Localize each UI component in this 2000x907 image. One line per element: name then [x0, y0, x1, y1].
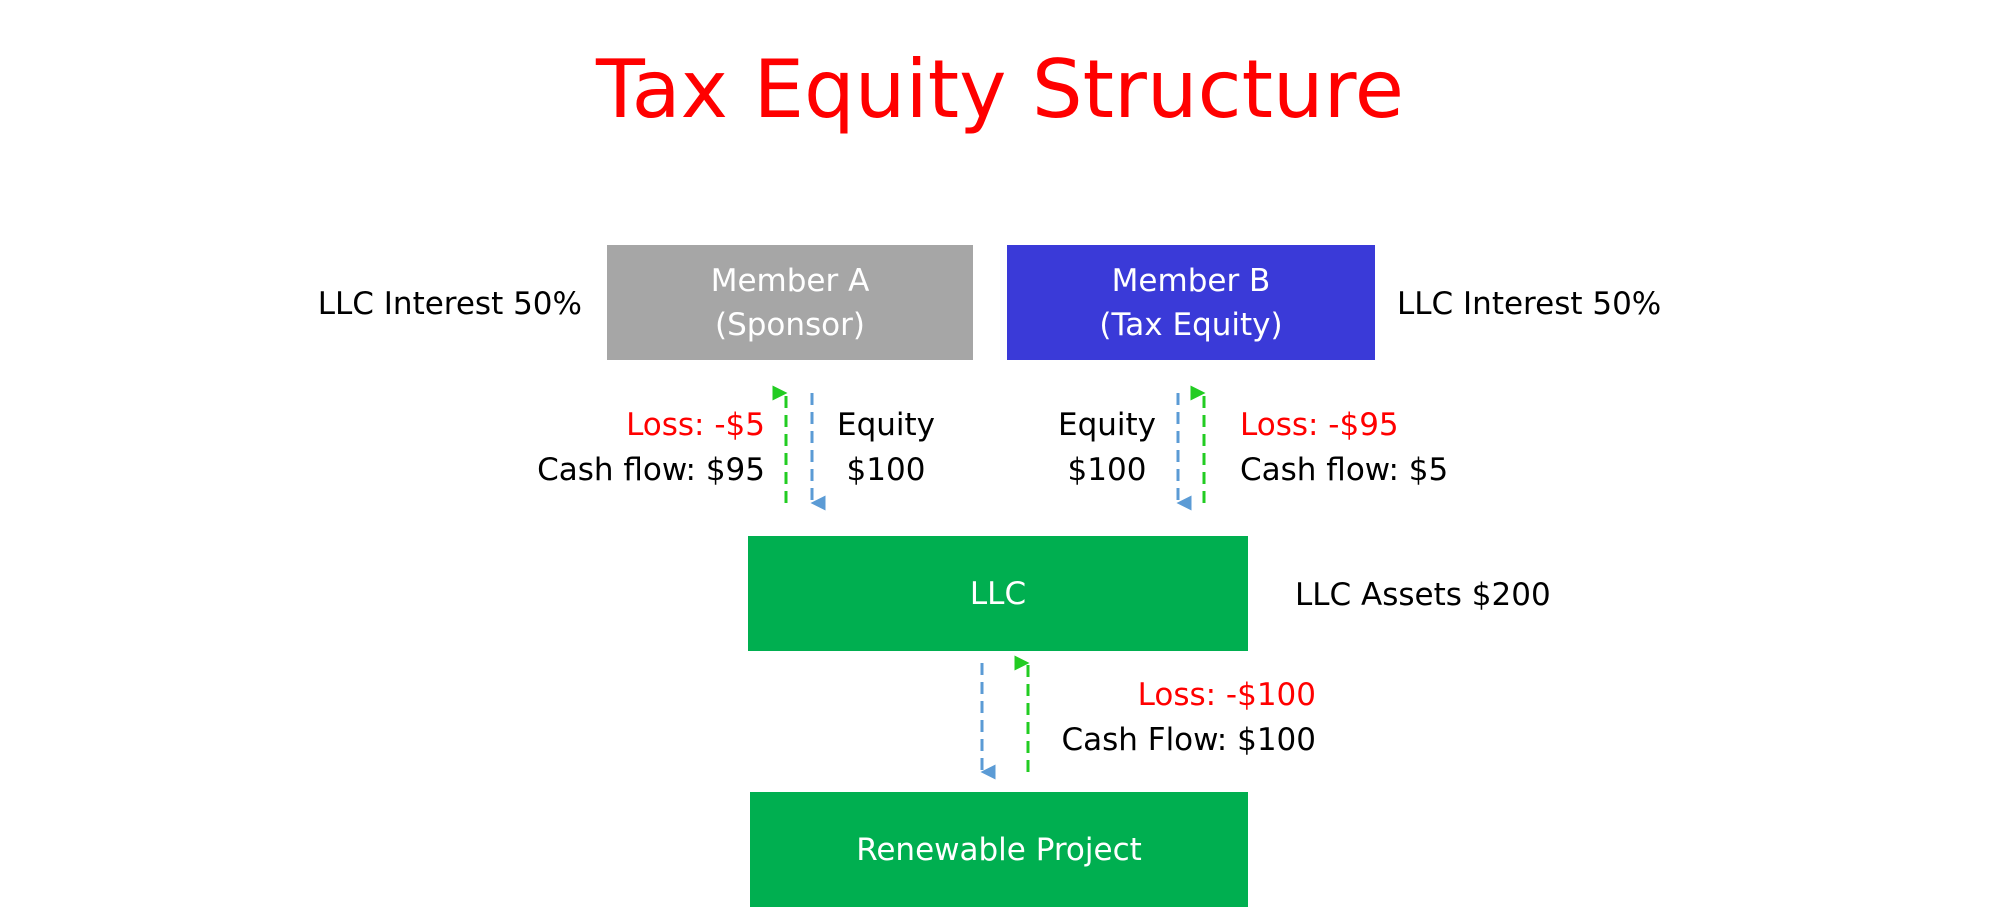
llc-box: LLC: [748, 536, 1248, 651]
member-b-loss-label: Loss: -$95: [1240, 407, 1399, 443]
member-b-equity-label: Equity: [1057, 407, 1157, 443]
member-a-cash-flow-label: Cash flow: $95: [537, 452, 765, 488]
project-cash-flow-label: Cash Flow: $100: [1061, 722, 1316, 758]
renewable-project-label: Renewable Project: [856, 831, 1142, 868]
member-a-equity-label: Equity: [836, 407, 936, 443]
llc-label: LLC: [969, 575, 1027, 612]
member-b-cash-flow-label: Cash flow: $5: [1240, 452, 1449, 488]
member-a-interest-label: LLC Interest 50%: [317, 286, 582, 322]
member-b-role: (Tax Equity): [1099, 306, 1283, 343]
member-a-equity-amount: $100: [846, 452, 926, 488]
page-title: Tax Equity Structure: [596, 43, 1404, 136]
member-a-name: Member A: [710, 262, 870, 299]
member-a-loss-label: Loss: -$5: [626, 407, 765, 443]
member-b-interest-label: LLC Interest 50%: [1397, 286, 1662, 322]
llc-assets-label: LLC Assets $200: [1295, 577, 1551, 613]
member-a-role: (Sponsor): [714, 306, 865, 343]
project-loss-label: Loss: -$100: [1137, 677, 1316, 713]
renewable-project-box: Renewable Project: [750, 792, 1248, 907]
member-b-equity-amount: $100: [1067, 452, 1147, 488]
member-b-box: Member B (Tax Equity): [1007, 245, 1375, 360]
member-b-name: Member B: [1111, 262, 1271, 299]
member-a-box: Member A (Sponsor): [607, 245, 973, 360]
